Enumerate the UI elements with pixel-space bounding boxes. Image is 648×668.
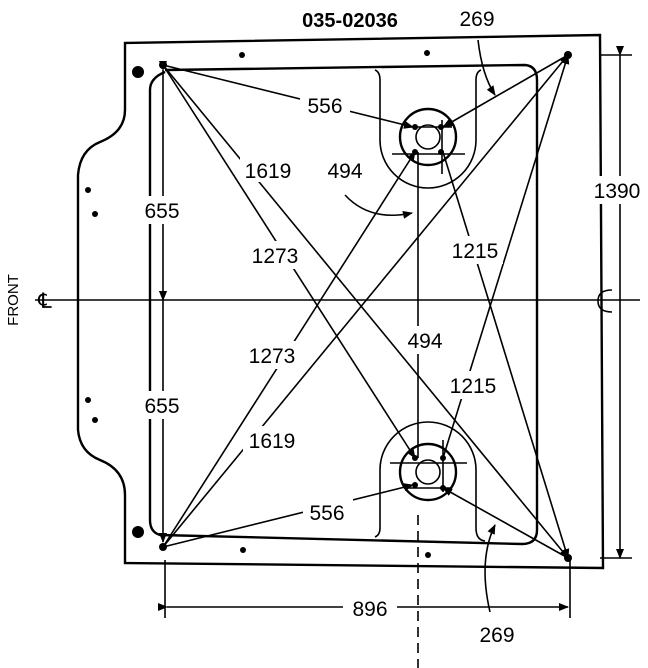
measurement-lines [158,39,632,618]
dim-lower-556: 556 [309,502,344,525]
dim-lower-1215: 1215 [450,375,497,398]
right-notch [597,289,613,313]
dim-width-896: 896 [352,598,387,621]
dim-height-1390: 1390 [594,180,641,203]
dim-lower-1619: 1619 [249,430,296,453]
upper-mount-pocket [374,69,482,189]
dim-upper-1273: 1273 [252,245,299,268]
dim-lower-1273: 1273 [249,345,296,368]
frame-holes [85,50,572,562]
lower-mount [390,440,467,502]
centerline-symbol: ℄ [37,290,52,313]
drawing-number: 035-02036 [302,10,398,32]
lower-mount-pocket [374,421,486,542]
dim-top-angle: 269 [459,8,494,31]
dim-center-494: 494 [407,330,442,353]
dim-upper-556: 556 [307,95,342,118]
dim-upper-1215: 1215 [452,240,499,263]
front-label: FRONT [5,274,22,326]
dim-upper-1619: 1619 [245,160,292,183]
dim-bottom-angle: 269 [479,624,514,647]
dim-upper-494: 494 [327,160,362,183]
inner-outline [148,63,539,546]
dimension-labels: 269 556 1619 494 655 1390 1215 1273 494 … [140,5,646,647]
dim-lower-655: 655 [144,395,179,418]
upper-mount [392,107,465,174]
dim-upper-655: 655 [144,200,179,223]
frame-outline [76,33,605,570]
